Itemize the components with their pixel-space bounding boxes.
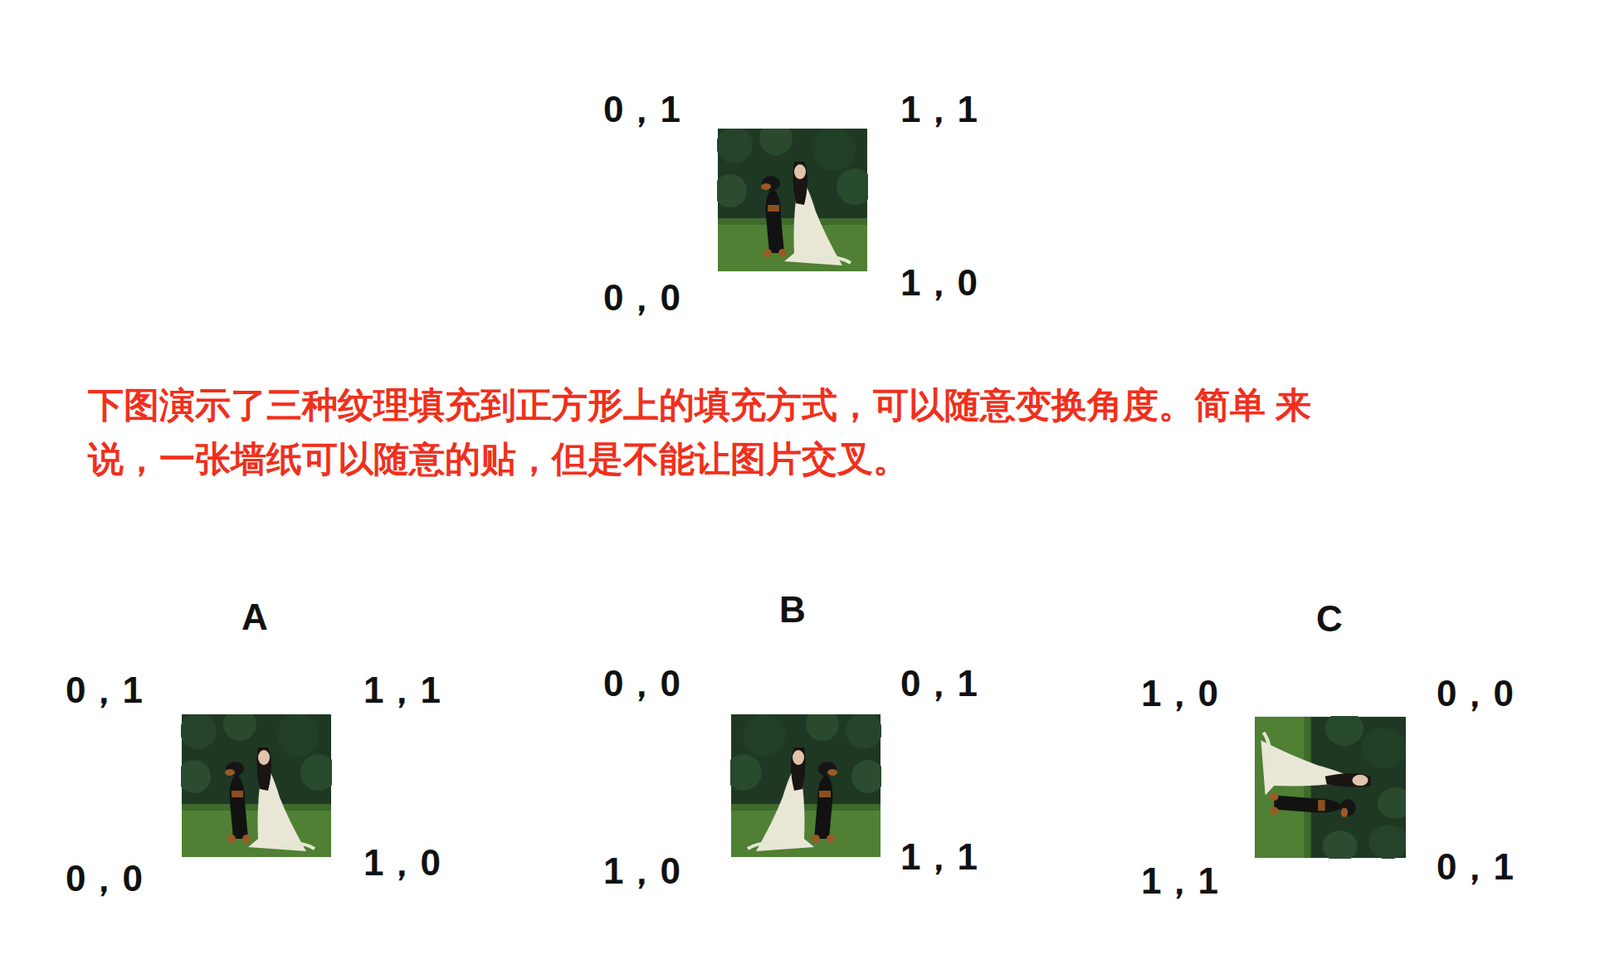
coordinate-label: 1，1 (900, 87, 978, 132)
photo-c (1254, 711, 1413, 862)
coordinate-label: 1，0 (603, 849, 681, 893)
coordinate-label: 1，1 (900, 835, 978, 879)
coordinate-label: 1，0 (1141, 672, 1219, 716)
photo-original (713, 121, 874, 272)
photo-c-group (1254, 711, 1413, 862)
coordinate-label: 1，0 (900, 261, 978, 305)
photo-b-group (725, 707, 885, 858)
coordinate-label: 1，0 (363, 841, 441, 885)
coordinate-label: 0，1 (1436, 845, 1514, 889)
coordinate-label: 0，0 (1436, 672, 1514, 716)
coordinate-label: 0，1 (603, 87, 681, 132)
panel-letter: C (1316, 597, 1343, 641)
note-text: 下图演示了三种纹理填充到正方形上的填充方式，可以随意变换角度。简单 来说，一张墙… (87, 378, 1371, 487)
coordinate-label: 0，0 (65, 857, 143, 901)
coordinate-label: 0，0 (603, 276, 681, 320)
coordinate-label: 0，1 (900, 662, 978, 706)
coordinate-label: 1，1 (363, 668, 441, 713)
panel-letter: B (779, 588, 806, 632)
photo-a (177, 707, 337, 858)
coordinate-label: 0，1 (65, 668, 143, 713)
panel-letter: A (241, 595, 269, 640)
coordinate-label: 1，1 (1141, 859, 1219, 903)
coordinate-label: 0，0 (603, 662, 681, 706)
photo-b (725, 707, 885, 858)
